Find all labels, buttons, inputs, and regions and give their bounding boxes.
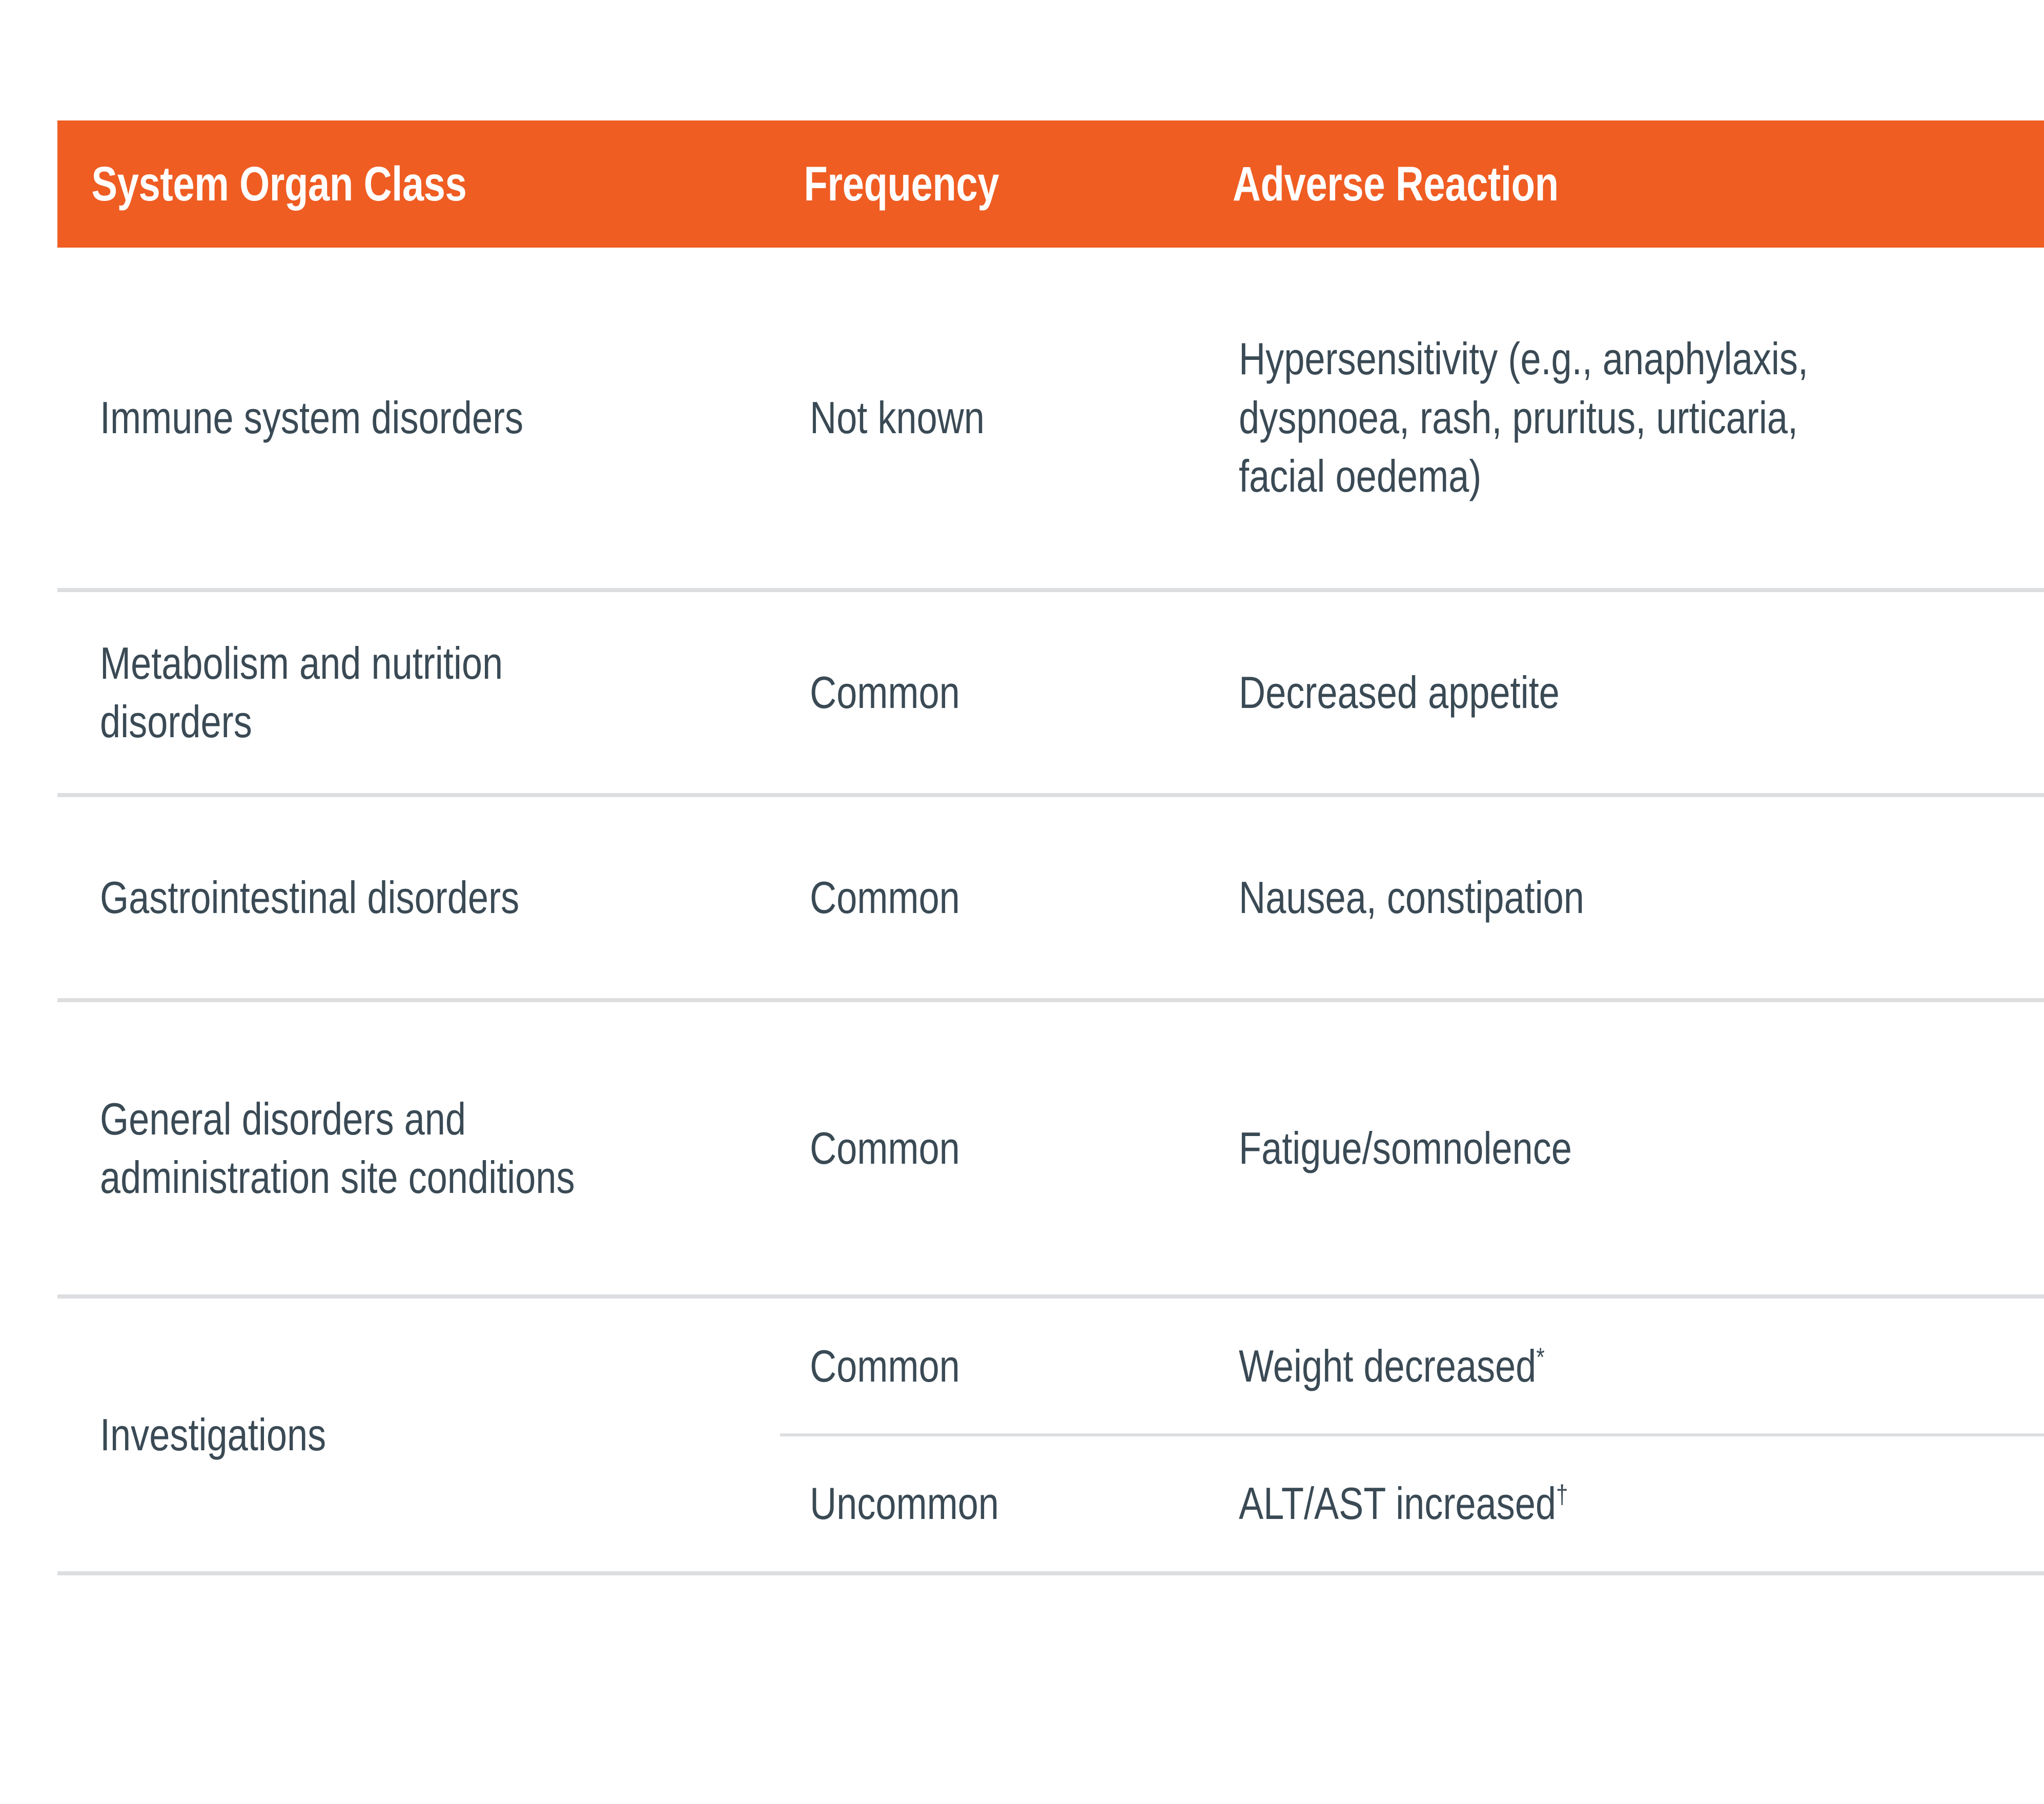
cell-text: Weight decreased bbox=[1239, 1340, 1537, 1391]
cell-text: Uncommon bbox=[810, 1477, 999, 1529]
cell-text-wrap: ALT/AST increased† bbox=[1239, 1474, 1899, 1533]
table-header-row: System Organ Class Frequency Adverse Rea… bbox=[57, 120, 2044, 248]
cell-text: Decreased appetite bbox=[1239, 666, 1560, 718]
cell-system-organ-class: Investigations bbox=[57, 1406, 780, 1464]
table-row: Metabolism and nutrition disorders Commo… bbox=[57, 592, 2044, 797]
footnote-marker-dagger: † bbox=[1556, 1479, 1568, 1509]
cell-text: General disorders and administration sit… bbox=[100, 1093, 575, 1203]
cell-system-organ-class: Immune system disorders bbox=[57, 389, 780, 447]
column-header-frequency: Frequency bbox=[804, 156, 999, 211]
cell-frequency: Common bbox=[780, 1119, 1208, 1178]
cell-text: Nausea, constipation bbox=[1239, 871, 1584, 923]
cell-frequency: Common bbox=[780, 663, 1208, 722]
cell-text: Metabolism and nutrition disorders bbox=[100, 637, 503, 747]
cell-text: Fatigue/somnolence bbox=[1239, 1122, 1572, 1173]
table-row: Gastrointestinal disorders Common Nausea… bbox=[57, 797, 2044, 1002]
column-header-system-organ-class: System Organ Class bbox=[91, 156, 467, 211]
footnote-marker-asterisk: * bbox=[1536, 1342, 1545, 1372]
table-body: Immune system disorders Not known Hypers… bbox=[57, 248, 2044, 1575]
cell-system-organ-class: General disorders and administration sit… bbox=[57, 1090, 780, 1207]
cell-frequency: Uncommon bbox=[780, 1474, 1208, 1533]
adverse-reactions-table: System Organ Class Frequency Adverse Rea… bbox=[57, 120, 2044, 1575]
cell-text: Common bbox=[810, 1122, 960, 1173]
cell-frequency: Common bbox=[780, 868, 1208, 927]
cell-adverse-reaction: Fatigue/somnolence bbox=[1208, 1119, 2044, 1178]
column-header-adverse-reaction: Adverse Reaction bbox=[1233, 156, 1559, 211]
cell-adverse-reaction: Nausea, constipation bbox=[1208, 868, 2044, 927]
cell-system-organ-class: Metabolism and nutrition disorders bbox=[57, 634, 780, 752]
table-subrow: Common Weight decreased* bbox=[780, 1299, 2044, 1433]
cell-text: Hypersensitivity (e.g., anaphylaxis, dys… bbox=[1239, 333, 1808, 502]
cell-text: ALT/AST increased bbox=[1239, 1477, 1556, 1529]
cell-text-wrap: Weight decreased* bbox=[1239, 1337, 1899, 1395]
cell-adverse-reaction: Weight decreased* bbox=[1208, 1337, 2044, 1395]
cell-adverse-reaction: Hypersensitivity (e.g., anaphylaxis, dys… bbox=[1208, 330, 2044, 505]
cell-text: Not known bbox=[810, 392, 985, 443]
cell-adverse-reaction: ALT/AST increased† bbox=[1208, 1474, 2044, 1533]
cell-text: Common bbox=[810, 871, 960, 923]
table-row: General disorders and administration sit… bbox=[57, 1002, 2044, 1299]
cell-frequency: Common bbox=[780, 1337, 1208, 1395]
table-subrow: Uncommon ALT/AST increased† bbox=[780, 1433, 2044, 1571]
cell-text: Investigations bbox=[100, 1409, 326, 1460]
cell-adverse-reaction: Decreased appetite bbox=[1208, 663, 2044, 722]
cell-text: Common bbox=[810, 1340, 960, 1391]
cell-text: Immune system disorders bbox=[100, 392, 524, 443]
table-row: Immune system disorders Not known Hypers… bbox=[57, 248, 2044, 592]
investigations-subrows: Common Weight decreased* Uncommon ALT/AS… bbox=[780, 1299, 2044, 1571]
cell-system-organ-class: Gastrointestinal disorders bbox=[57, 868, 780, 927]
table-row: Investigations Common Weight decreased* bbox=[57, 1299, 2044, 1575]
cell-text: Common bbox=[810, 666, 960, 718]
cell-text: Gastrointestinal disorders bbox=[100, 871, 520, 923]
cell-frequency: Not known bbox=[780, 389, 1208, 447]
